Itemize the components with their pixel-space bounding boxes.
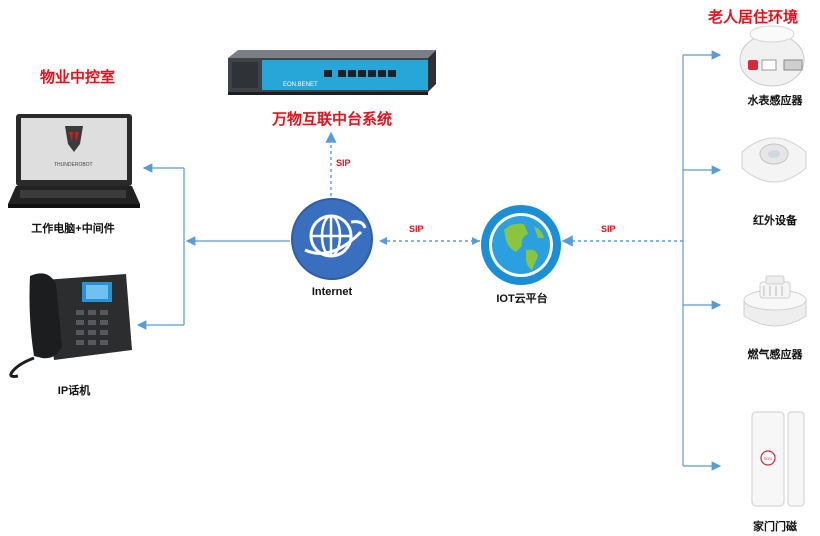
- control-room-title: 物业中控室: [40, 69, 116, 86]
- computer-label: 工作电脑+中间件: [31, 223, 115, 235]
- internet-globe-icon: [291, 198, 373, 280]
- water-sensor-label: 水表感应器: [747, 95, 803, 107]
- iot-cloud-label: IOT云平台: [496, 293, 548, 305]
- platform-title: 万物互联中台系统: [272, 111, 393, 128]
- internet-label: Internet: [311, 286, 353, 298]
- gas-sensor-icon: [743, 275, 807, 327]
- door-magnet-icon: SOS: [751, 411, 805, 507]
- infrared-device-icon: [741, 137, 807, 183]
- laptop-icon: THUNDEROBOT: [8, 114, 140, 208]
- iot-cloud-earth-icon: [481, 205, 561, 285]
- door-magnet-label: 家门门磁: [753, 521, 797, 533]
- arrow-head-cloud: [472, 237, 480, 245]
- infrared-label: 红外设备: [753, 215, 797, 227]
- elderly-env-title: 老人居住环境: [708, 9, 799, 26]
- door-sos-text: SOS: [764, 456, 773, 461]
- laptop-logo-text: THUNDEROBOT: [54, 162, 93, 168]
- gas-sensor-label: 燃气感应器: [747, 349, 803, 361]
- ip-phone-label: IP话机: [57, 385, 91, 397]
- ip-phone-icon: [9, 273, 132, 378]
- router-device-icon: EON.BENET: [228, 50, 436, 95]
- sip-label-up: SIP: [336, 158, 351, 168]
- router-logo-text: EON.BENET: [283, 82, 318, 88]
- sip-label-right: SIP: [601, 224, 616, 234]
- arrow-head-internet: [379, 237, 387, 245]
- water-sensor-icon: [739, 25, 805, 87]
- sip-label-mid: SIP: [409, 224, 424, 234]
